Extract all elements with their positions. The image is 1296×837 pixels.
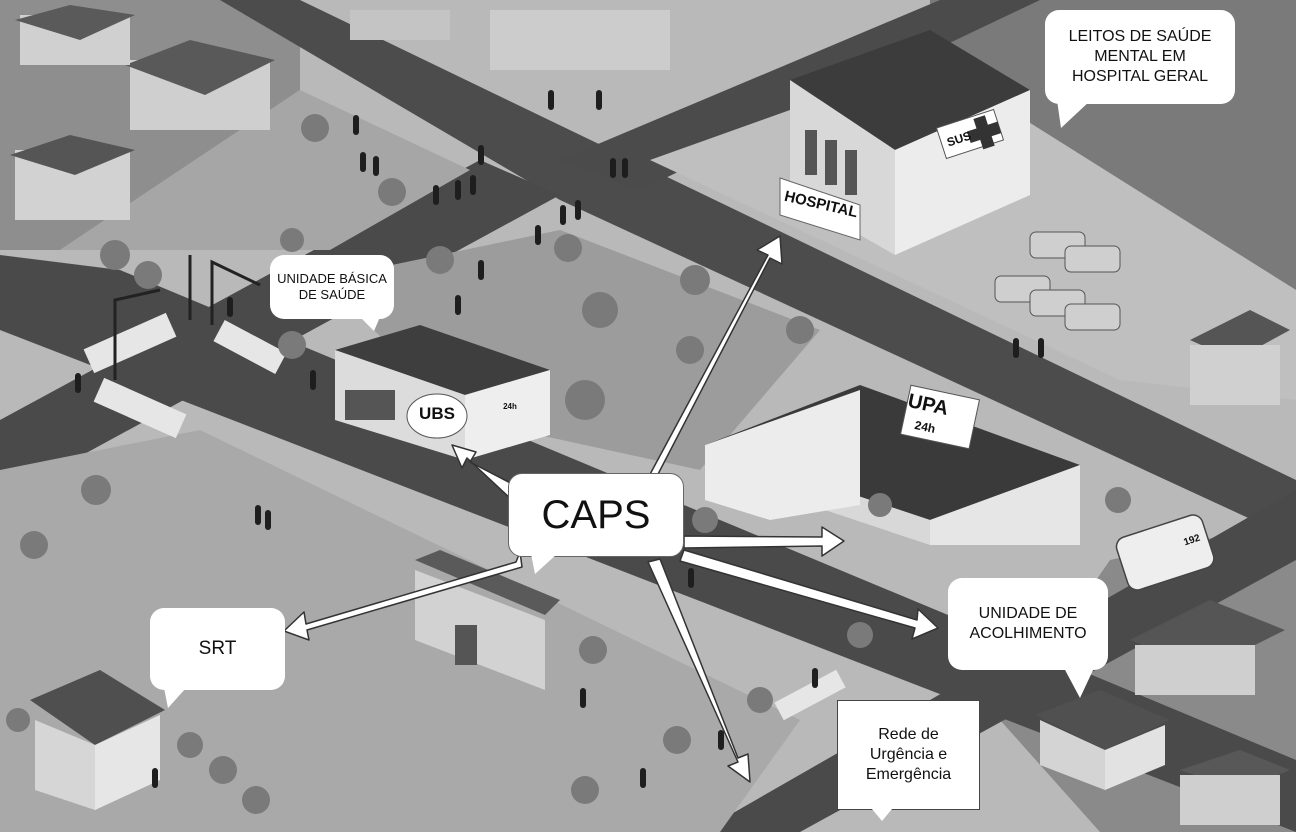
ubs-bubble: UNIDADE BÁSICA DE SAÚDE xyxy=(270,255,394,331)
hospital-window xyxy=(805,130,817,175)
acolhimento-label: UNIDADE DE ACOLHIMENTO xyxy=(969,605,1087,642)
bubble-tail xyxy=(360,317,380,331)
ubs-right-wall xyxy=(465,370,550,460)
ubs-bubble-label: UNIDADE BÁSICA DE SAÚDE xyxy=(277,270,387,302)
car xyxy=(1064,245,1121,273)
house-wall xyxy=(1040,720,1105,790)
park-left xyxy=(60,90,470,250)
ubs-sign-text: UBS xyxy=(419,404,455,423)
upa-building xyxy=(705,384,1080,545)
hospital-leitos-label: LEITOS DE SAÚDE MENTAL EM HOSPITAL GERAL xyxy=(1068,28,1212,85)
ubs-24h-label: 24h xyxy=(503,402,517,411)
buildings-top xyxy=(350,10,670,70)
house-bottom-left xyxy=(30,670,165,810)
arrow-to-upa xyxy=(683,526,845,557)
sus-cross-icon xyxy=(966,115,1002,150)
acolhimento-bubble: UNIDADE DE ACOLHIMENTO xyxy=(948,578,1108,698)
ubs-roof xyxy=(335,325,550,395)
srt-bubble: SRT xyxy=(150,608,285,708)
houses-top-left xyxy=(10,5,275,220)
crosswalk-1 xyxy=(83,312,177,374)
arrow-to-rue xyxy=(647,558,751,783)
building-roof xyxy=(415,550,560,615)
house xyxy=(1190,345,1280,405)
house xyxy=(1135,645,1255,695)
house-roof xyxy=(30,670,165,745)
house-roof xyxy=(10,135,135,175)
hospital-window xyxy=(845,150,857,195)
arrow-to-hospital xyxy=(639,235,783,479)
house-roof xyxy=(125,40,275,95)
trees xyxy=(6,114,1131,814)
crosswalk-3 xyxy=(213,319,287,375)
bubble-tail xyxy=(164,688,186,708)
ubs-sign-board xyxy=(406,393,468,439)
acolhimento-house xyxy=(1035,690,1170,790)
arrow-to-acolhimento xyxy=(679,549,939,640)
houses-right xyxy=(1130,310,1290,825)
ubs-entrance xyxy=(345,390,395,420)
ubs-building xyxy=(335,325,550,460)
upa-sign-board xyxy=(899,384,981,450)
car xyxy=(1064,303,1121,331)
ambulance xyxy=(1115,514,1215,591)
building xyxy=(350,10,450,40)
crosswalk-2 xyxy=(93,377,187,439)
srt-label: SRT xyxy=(198,638,237,660)
upa-right-wall xyxy=(930,465,1080,545)
bubble-tail xyxy=(1064,668,1094,698)
pedestrians xyxy=(75,90,1044,788)
crosswalk-4 xyxy=(774,669,846,721)
house-roof xyxy=(1035,690,1170,750)
road-diagonal-upper xyxy=(220,0,1296,540)
caps-arrows xyxy=(283,235,939,783)
hospital-building xyxy=(779,30,1030,255)
house xyxy=(1180,775,1280,825)
building-wall xyxy=(415,570,545,690)
building-door xyxy=(455,625,477,665)
traffic-lights xyxy=(113,255,261,380)
upa-front xyxy=(705,390,860,520)
bubble-tail xyxy=(531,554,557,574)
hospital-window xyxy=(825,140,837,185)
srt-house-building xyxy=(415,550,560,690)
lot-lower-left xyxy=(0,430,800,832)
crosswalks xyxy=(83,312,846,721)
ambulance-body xyxy=(1115,514,1215,591)
house-wall xyxy=(1105,725,1165,790)
hospital-sign-board xyxy=(779,177,861,241)
house-wall xyxy=(35,720,95,810)
caps-bubble: CAPS xyxy=(508,473,684,574)
building xyxy=(490,10,670,70)
house-wall xyxy=(95,715,160,810)
house-roof xyxy=(15,5,135,40)
bubble-tail xyxy=(872,809,892,821)
bubble-tail xyxy=(1057,100,1091,128)
parked-cars xyxy=(994,231,1121,331)
caps-label: CAPS xyxy=(541,493,651,537)
hospital-leitos-bubble: LEITOS DE SAÚDE MENTAL EM HOSPITAL GERAL xyxy=(1045,10,1235,128)
rue-label: Rede de Urgência e Emergência xyxy=(865,726,952,783)
rue-box: Rede de Urgência e Emergência xyxy=(837,700,980,821)
hospital-left-wall xyxy=(790,80,895,255)
